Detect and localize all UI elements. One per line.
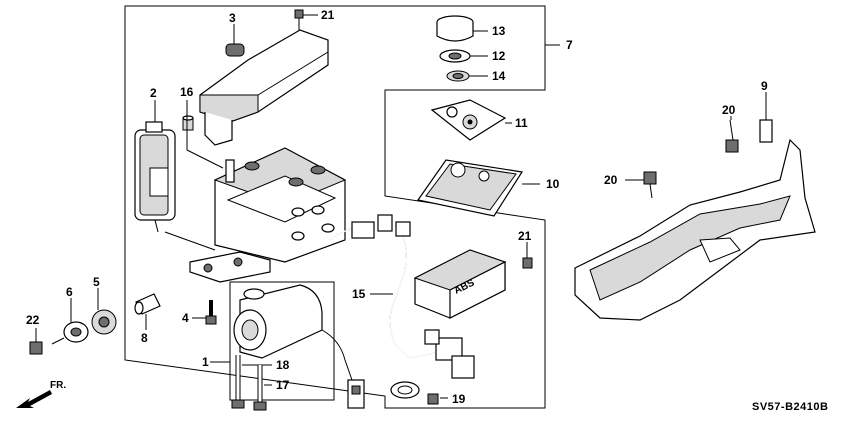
- insulator-pad-10[interactable]: [416, 159, 523, 217]
- cap-16[interactable]: [182, 115, 194, 131]
- callout-15: 15: [352, 287, 366, 301]
- bolt-18[interactable]: [231, 355, 245, 409]
- callout-12: 12: [492, 49, 506, 63]
- grommet-12[interactable]: [439, 49, 471, 63]
- bolt-4[interactable]: [205, 300, 217, 325]
- callout-11: 11: [515, 116, 528, 130]
- callout-5: 5: [93, 275, 100, 289]
- callout-19: 19: [452, 392, 466, 406]
- callout-20-left: 20: [604, 173, 618, 187]
- callout-7: 7: [566, 38, 573, 52]
- leader-16b: [186, 149, 224, 169]
- callout-22: 22: [26, 313, 40, 327]
- modulator-unit[interactable]: [189, 147, 347, 283]
- bolt-20-left[interactable]: [643, 171, 657, 199]
- callout-20-top: 20: [722, 103, 736, 117]
- clip-19[interactable]: [390, 381, 439, 405]
- bolt-20-top[interactable]: [725, 119, 739, 153]
- callout-10: 10: [546, 177, 560, 191]
- reservoir-3[interactable]: [199, 29, 329, 146]
- front-label: FR.: [50, 380, 66, 391]
- callout-6: 6: [66, 285, 73, 299]
- callout-13: 13: [492, 24, 506, 38]
- callout-9: 9: [761, 79, 768, 93]
- wire-harness-15[interactable]: [329, 214, 475, 379]
- bolt-17[interactable]: [253, 365, 267, 411]
- bolt-21-right[interactable]: [522, 257, 533, 269]
- diagram-code: SV57-B2410B: [752, 401, 828, 413]
- callout-4: 4: [182, 311, 189, 325]
- nut-22[interactable]: [29, 341, 43, 355]
- cap-13[interactable]: [436, 15, 474, 42]
- callout-14: 14: [492, 69, 506, 83]
- callout-2: 2: [150, 86, 157, 100]
- callout-16: 16: [180, 85, 194, 99]
- mount-6[interactable]: [51, 321, 89, 345]
- callout-21-top: 21: [321, 8, 335, 22]
- spacer-8[interactable]: [134, 293, 161, 315]
- callout-17: 17: [276, 378, 290, 392]
- accumulator-2[interactable]: [134, 121, 176, 233]
- bushing-14[interactable]: [446, 70, 470, 82]
- cushion-5[interactable]: [91, 309, 117, 335]
- abs-control-unit[interactable]: ABS: [413, 249, 507, 319]
- callout-3: 3: [229, 11, 236, 25]
- callout-8: 8: [141, 331, 148, 345]
- pump-motor-1[interactable]: [229, 281, 365, 409]
- bolt-21-top[interactable]: [294, 9, 304, 30]
- bracket-9[interactable]: [574, 119, 816, 321]
- assembly-boundary: [124, 5, 546, 409]
- callout-18: 18: [276, 358, 290, 372]
- leader-2b: [164, 231, 216, 251]
- front-direction-arrow: FR.: [16, 380, 66, 408]
- callout-21-right: 21: [518, 229, 532, 243]
- callout-1: 1: [202, 355, 209, 369]
- bracket-plate-11[interactable]: [430, 99, 507, 141]
